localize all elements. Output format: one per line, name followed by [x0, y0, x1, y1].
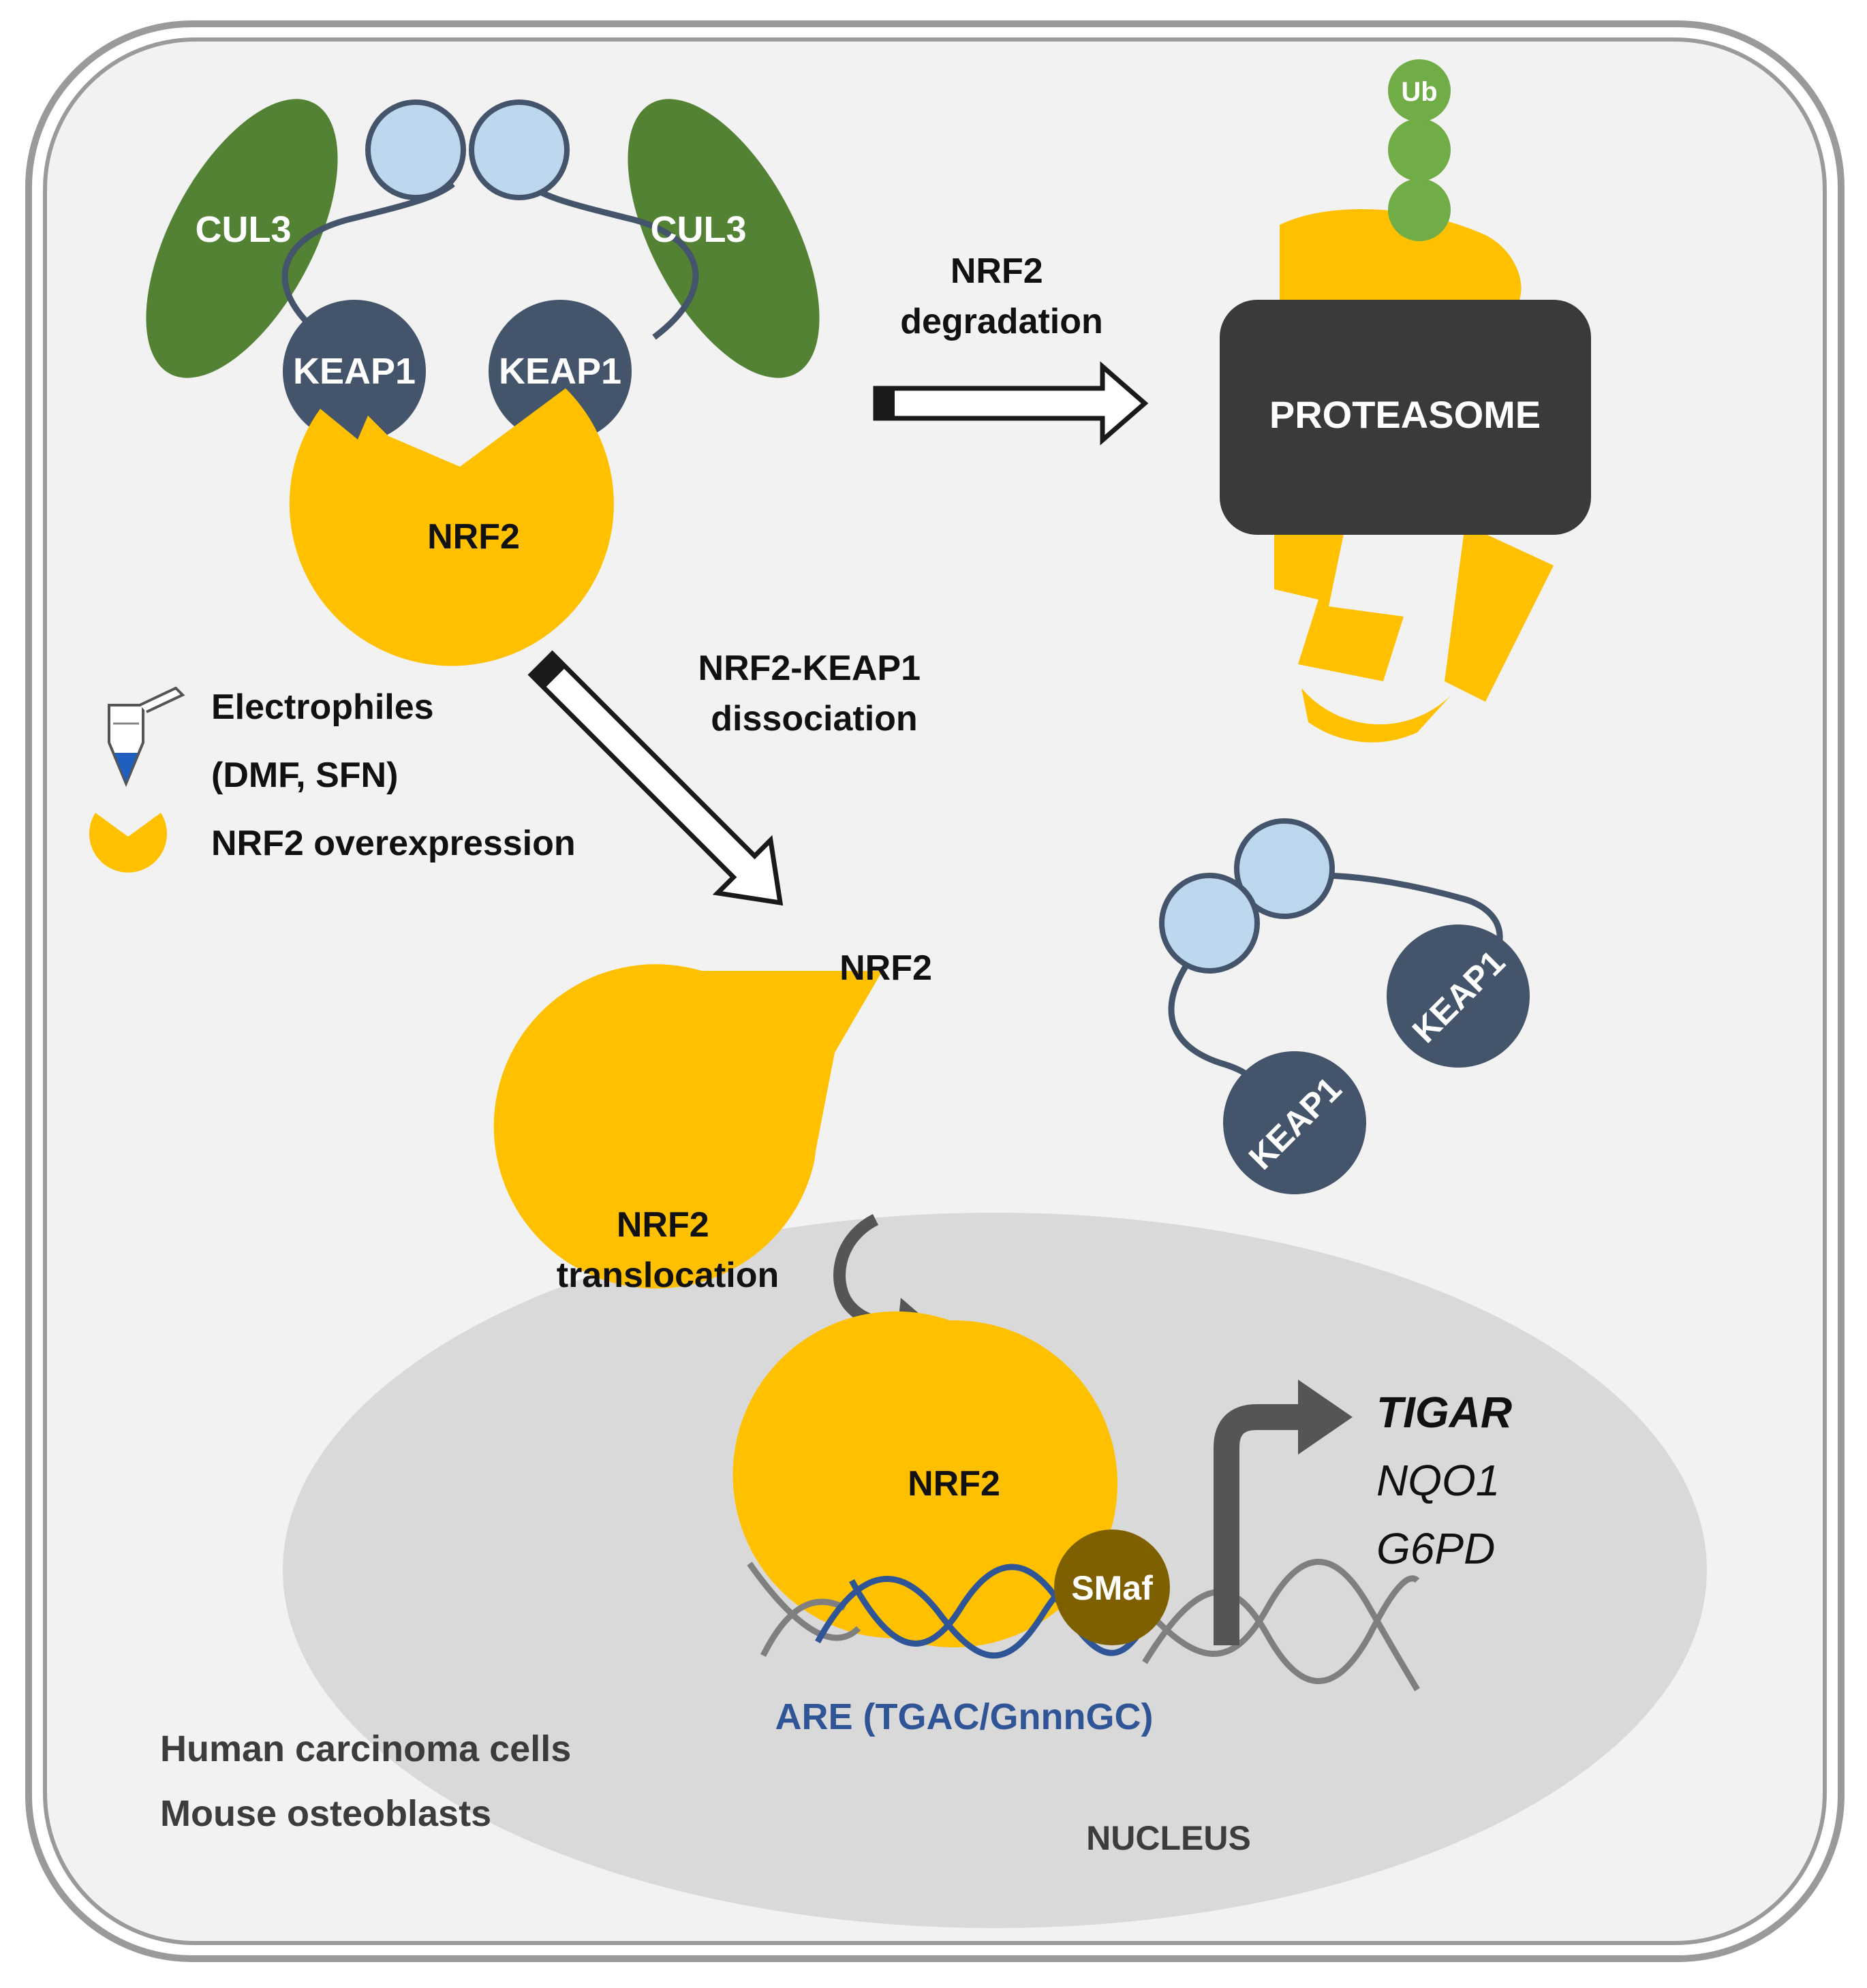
cul3-left	[146, 99, 338, 378]
keap1-free-a	[1387, 925, 1530, 1068]
legend: Electrophiles (DMF, SFN) NRF2 overexpres…	[89, 686, 576, 873]
cul3-left-label: CUL3	[195, 209, 291, 250]
dissociation-label: NRF2-KEAP1 dissociation	[698, 649, 931, 739]
nucleus-label: NUCLEUS	[1086, 1819, 1251, 1857]
dna-strand	[760, 1559, 1420, 1692]
linker-circle	[1234, 818, 1335, 919]
nrf2-free-shape	[493, 964, 828, 1289]
cell-types: Human carcinoma cells Mouse osteoblasts	[160, 1728, 581, 1834]
proteasome-label: PROTEASOME	[1269, 393, 1541, 436]
transcription-arrow	[1214, 1380, 1353, 1645]
keap1-right	[489, 300, 632, 443]
keap1-right-label: KEAP1	[499, 351, 621, 392]
linker-circle	[469, 99, 570, 200]
nrf2-bound-label: NRF2	[427, 517, 520, 557]
are-label: ARE (TGAC/GnnnGC)	[775, 1696, 1154, 1737]
keap1-left	[283, 300, 426, 443]
proteasome-group: PROTEASOME Ub	[1220, 59, 1591, 743]
nrf2-fragment-bottom	[1301, 688, 1451, 743]
keap1-left-label: KEAP1	[293, 351, 416, 392]
keap1-cul3-complex: CUL3 CUL3 KEAP1 KEAP1 NRF2	[146, 99, 820, 666]
ubiquitin	[1388, 178, 1451, 241]
cul3-right	[628, 99, 820, 378]
are-strand	[849, 1564, 1141, 1656]
degradation-label: NRF2 degradation	[900, 251, 1103, 341]
nrf2-bound	[289, 388, 614, 666]
nrf2-degraded-top	[1280, 209, 1522, 300]
ub-label: Ub	[1401, 77, 1437, 107]
legend-overexpression: NRF2 overexpression	[211, 824, 576, 863]
proteasome	[1220, 300, 1591, 535]
nrf2-free-label: NRF2	[839, 948, 932, 988]
gene-g6pd: G6PD	[1376, 1524, 1495, 1573]
nrf2-fragment-right	[1445, 525, 1554, 702]
keap1-free-b	[1223, 1051, 1366, 1194]
cul3-right-label: CUL3	[650, 209, 746, 250]
tube-icon	[108, 686, 185, 788]
linker-circle	[365, 99, 466, 200]
ubiquitin	[1388, 119, 1451, 181]
smaf	[1054, 1529, 1170, 1645]
gene-nqo1: NQO1	[1376, 1456, 1500, 1505]
free-keap1: KEAP1 KEAP1	[1159, 818, 1530, 1194]
smaf-label: SMaf	[1071, 1569, 1153, 1607]
translocation-label: NRF2 translocation	[557, 1205, 780, 1295]
degradation-arrow	[873, 361, 1149, 446]
nrf2-nuclear-body	[790, 1320, 1117, 1647]
gene-tigar: TIGAR	[1376, 1388, 1512, 1437]
linker-circle	[1159, 873, 1260, 974]
ubiquitin	[1388, 59, 1451, 122]
nucleus-content: NRF2 SMaf TIGAR NQO1 G6PD ARE (TGAC/Gnnn…	[732, 1311, 1512, 1857]
dissociation-arrow	[527, 650, 784, 906]
nrf2-legend-icon	[89, 813, 167, 873]
legend-electrophiles: Electrophiles (DMF, SFN)	[211, 687, 444, 795]
nrf2-nuclear-label: NRF2	[908, 1464, 1000, 1504]
nrf2-fragments	[1274, 508, 1404, 681]
dna-strand	[747, 1562, 1420, 1684]
